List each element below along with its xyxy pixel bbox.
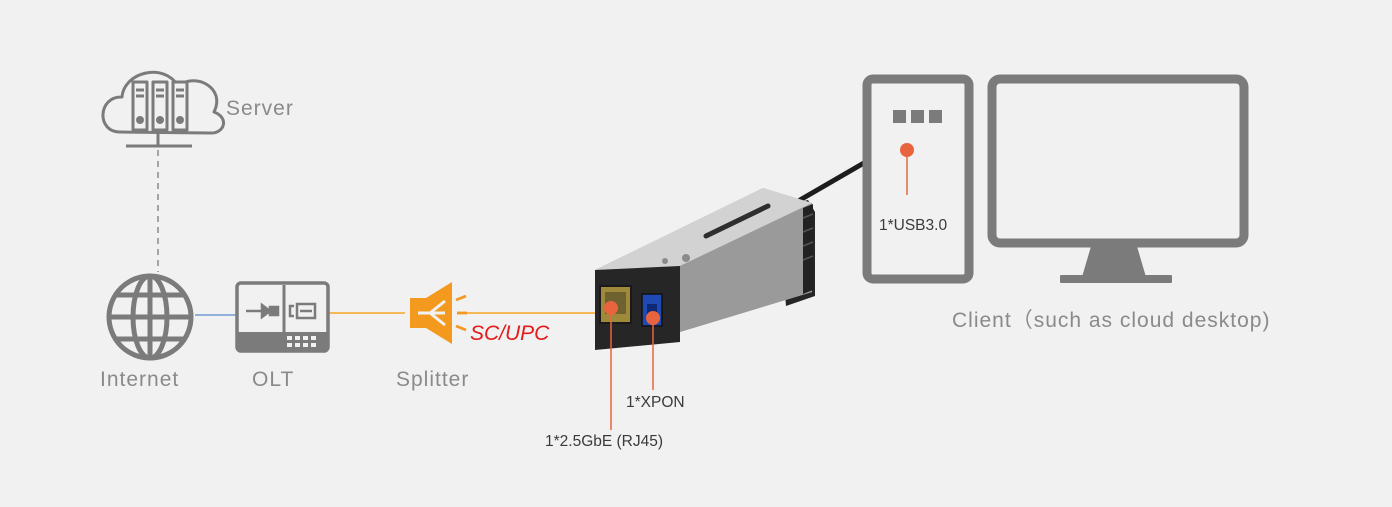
sc-upc-label: SC/UPC — [470, 322, 550, 345]
olt-device-icon — [235, 281, 330, 353]
monitor-icon — [987, 74, 1249, 283]
usb-callout — [900, 143, 914, 195]
server-label: Server — [226, 97, 294, 120]
internet-label: Internet — [100, 368, 180, 391]
desktop-tower-icon — [862, 74, 974, 284]
usb-port-label: 1*USB3.0 — [879, 217, 948, 234]
client-label: Client（such as cloud desktop) — [952, 309, 1271, 332]
splitter-label: Splitter — [396, 368, 470, 391]
splitter-icon — [410, 282, 467, 344]
onu-stick-device-icon — [595, 188, 815, 350]
olt-label: OLT — [252, 368, 295, 391]
xpon-callout — [646, 311, 660, 390]
xpon-port-label: 1*XPON — [626, 394, 685, 411]
rj45-port-label: 1*2.5GbE (RJ45) — [545, 433, 664, 450]
cloud-server-icon — [101, 70, 225, 148]
rj45-callout — [604, 301, 618, 430]
globe-icon — [106, 273, 194, 361]
